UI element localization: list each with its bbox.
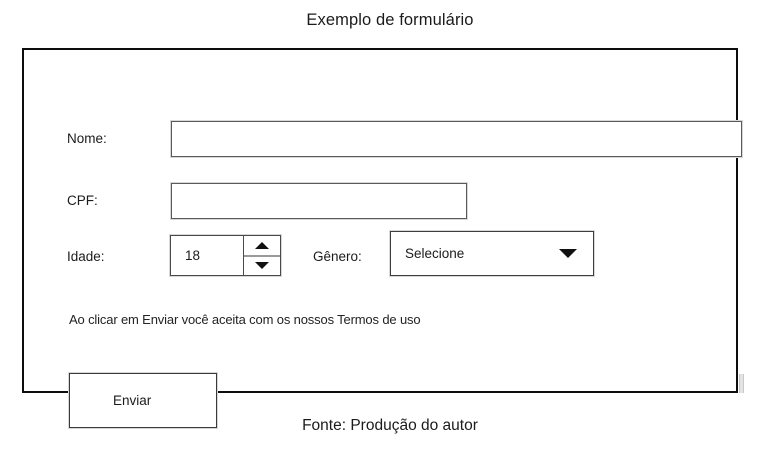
figure-title: Exemplo de formulário xyxy=(306,11,474,29)
terms-note: Ao clicar em Enviar você aceita com os n… xyxy=(69,312,421,327)
frame-edge-artifact xyxy=(739,374,744,393)
cpf-input[interactable] xyxy=(171,183,467,219)
idade-decrement-button[interactable] xyxy=(244,256,280,275)
label-idade: Idade: xyxy=(67,249,105,264)
idade-increment-button[interactable] xyxy=(244,236,280,257)
label-nome: Nome: xyxy=(67,131,107,146)
idade-spin-buttons[interactable] xyxy=(243,236,280,275)
form-frame: Nome: CPF: Idade: 18 Gênero: Selecione A… xyxy=(22,48,742,428)
triangle-up-icon xyxy=(255,241,269,249)
label-genero: Gênero: xyxy=(313,249,362,264)
chevron-down-icon xyxy=(559,249,577,258)
nome-input[interactable] xyxy=(171,121,742,157)
idade-value[interactable]: 18 xyxy=(185,248,201,263)
triangle-down-icon xyxy=(255,262,269,270)
idade-stepper[interactable]: 18 xyxy=(170,235,281,276)
submit-button[interactable]: Enviar xyxy=(69,373,217,428)
figure-caption: Fonte: Produção do autor xyxy=(302,417,478,434)
genero-selected-value: Selecione xyxy=(405,246,465,261)
genero-select[interactable]: Selecione xyxy=(390,231,594,276)
label-cpf: CPF: xyxy=(67,193,98,208)
